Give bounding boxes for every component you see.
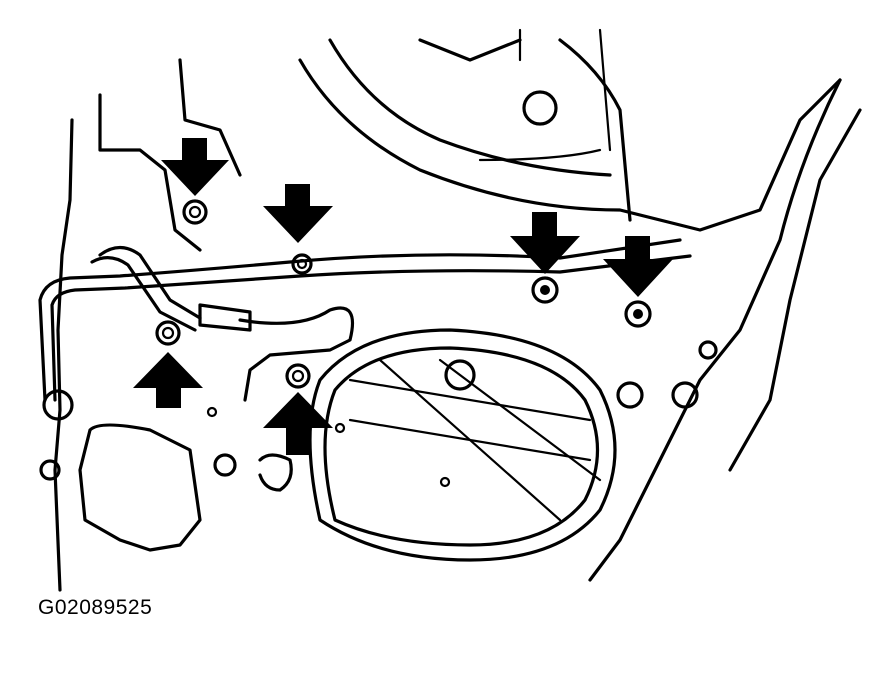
window-regulator [308, 328, 617, 562]
bolt-icon [285, 363, 311, 389]
arrow-icon [161, 138, 229, 196]
figure-caption: G02089525 [38, 596, 153, 619]
arrow-icon [263, 392, 333, 455]
bolts [155, 199, 652, 389]
bolt-icon [182, 199, 208, 225]
arrow-icon [510, 212, 580, 274]
arrows [133, 138, 673, 455]
arrow-icon [263, 184, 333, 243]
bolt-icon [291, 253, 313, 275]
panel-holes [206, 90, 718, 434]
arrow-icon [603, 236, 673, 297]
bolt-icon [531, 276, 559, 304]
lower-housing [39, 389, 293, 552]
bolt-icon [624, 300, 652, 328]
wiring-harness [38, 238, 692, 402]
arrow-icon [133, 352, 203, 408]
door-panel-outline [53, 28, 862, 592]
bolt-icon [155, 320, 181, 346]
